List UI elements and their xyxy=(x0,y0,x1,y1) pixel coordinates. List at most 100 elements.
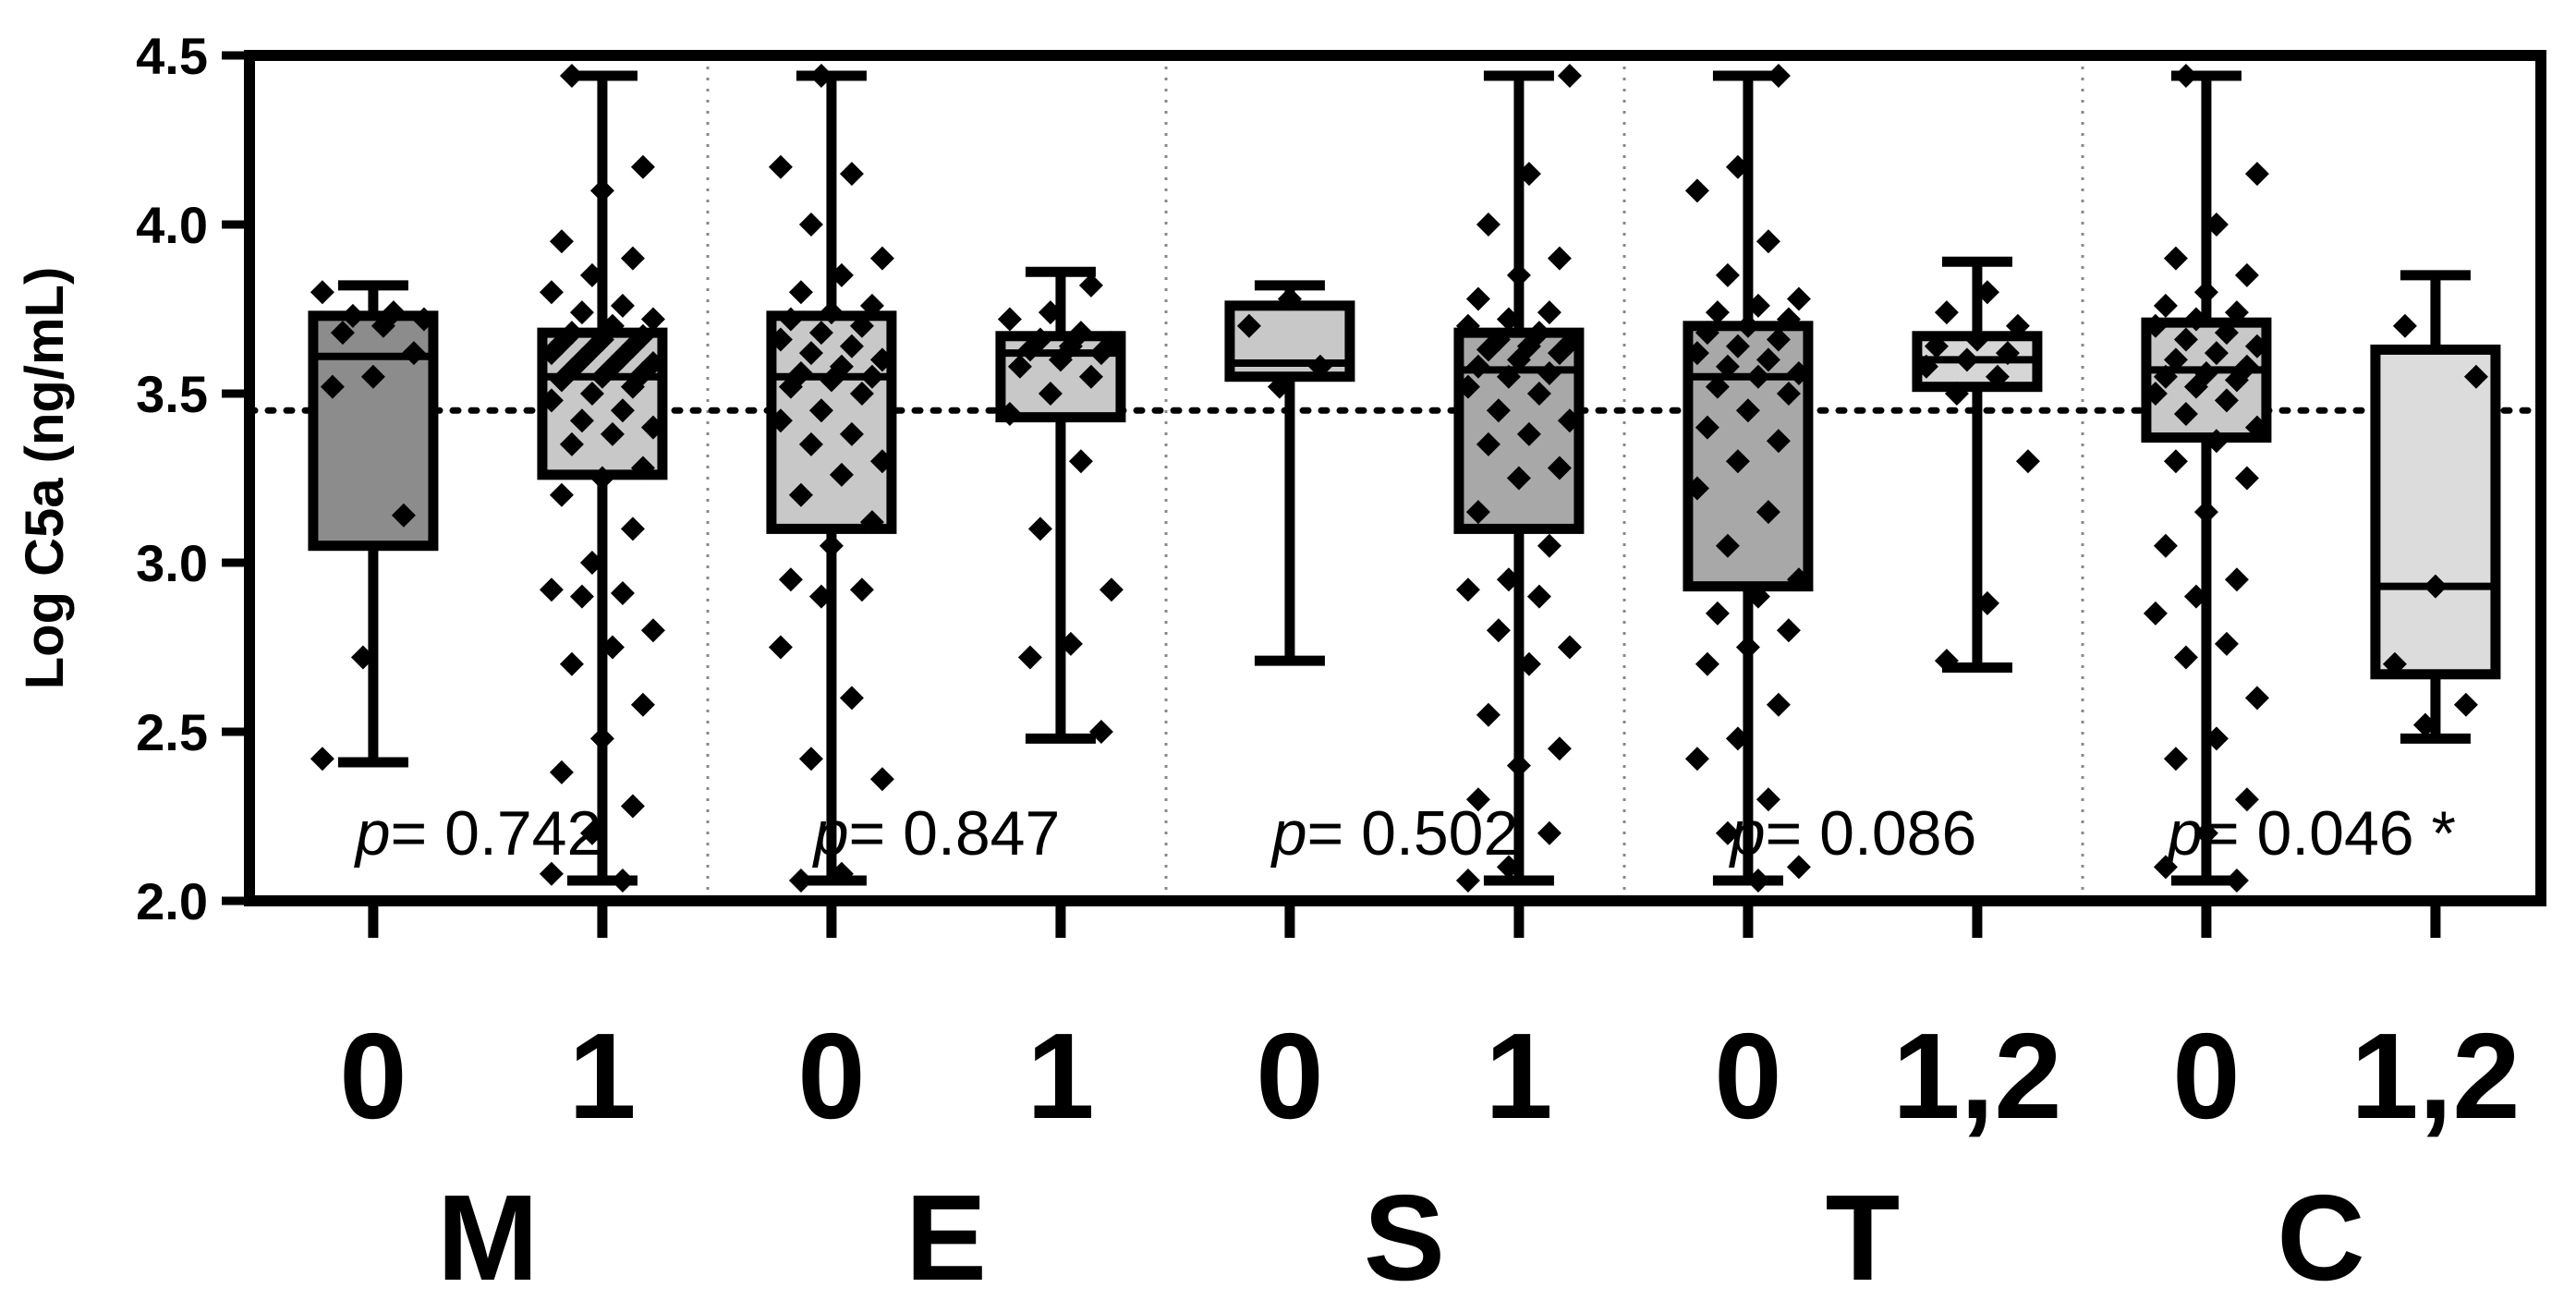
data-point xyxy=(1007,354,1032,379)
data-point xyxy=(768,154,793,179)
plot-frame xyxy=(244,50,2546,906)
y-tick-label: 3.0 xyxy=(136,534,208,592)
p-value-number: = 0.847 xyxy=(849,798,1061,869)
data-point xyxy=(1756,229,1780,254)
data-point xyxy=(640,307,665,332)
y-tick-label: 2.0 xyxy=(136,872,208,930)
data-point xyxy=(630,154,655,179)
data-point xyxy=(839,334,864,358)
data-point xyxy=(579,551,604,575)
data-point xyxy=(2234,262,2259,287)
data-point xyxy=(997,401,1022,426)
data-point xyxy=(310,747,334,771)
data-point xyxy=(1068,321,1093,346)
data-point xyxy=(569,300,594,325)
data-point xyxy=(2163,449,2188,474)
data-point xyxy=(2244,415,2269,440)
data-point xyxy=(2153,293,2178,318)
p-value-prefix: p xyxy=(1270,798,1307,869)
data-point xyxy=(869,449,894,474)
data-point xyxy=(2143,382,2168,406)
data-point xyxy=(1455,374,1480,399)
data-point xyxy=(549,482,574,507)
p-value-label: p= 0.847 xyxy=(812,798,1061,869)
data-point xyxy=(1705,601,1730,626)
data-point xyxy=(559,651,584,676)
data-point xyxy=(610,293,635,318)
data-point xyxy=(630,456,655,480)
data-point xyxy=(1776,382,1801,406)
data-point xyxy=(849,577,874,602)
data-point xyxy=(2453,692,2478,717)
data-point xyxy=(1745,869,1770,893)
category-label: 0 xyxy=(797,1008,865,1144)
category-label: 0 xyxy=(1714,1008,1781,1144)
data-point xyxy=(620,516,645,541)
data-point xyxy=(340,303,365,328)
category-label: 1,2 xyxy=(1892,1008,2062,1144)
data-point xyxy=(391,503,416,528)
data-point xyxy=(778,567,803,592)
data-point xyxy=(819,300,844,325)
data-point xyxy=(2234,787,2259,812)
y-tick-label: 4.0 xyxy=(136,196,208,254)
data-point xyxy=(640,618,665,643)
data-point xyxy=(381,300,406,325)
data-point xyxy=(1506,753,1531,778)
data-point xyxy=(1745,584,1770,609)
data-point xyxy=(1715,262,1740,287)
category-label: 0 xyxy=(2172,1008,2240,1144)
category-label: 1 xyxy=(568,1008,636,1144)
data-point xyxy=(808,398,833,423)
data-point xyxy=(819,533,844,558)
category-label: 1,2 xyxy=(2351,1008,2521,1144)
data-point xyxy=(1516,162,1541,187)
data-point xyxy=(2392,313,2417,338)
data-point xyxy=(1715,354,1740,379)
box-iqr xyxy=(537,327,668,480)
data-point xyxy=(1506,466,1531,491)
data-point xyxy=(2214,388,2239,413)
data-point xyxy=(549,759,574,784)
data-point xyxy=(2153,533,2178,558)
data-point xyxy=(1526,321,1551,346)
y-axis-label: Log C5a (ng/mL) xyxy=(15,267,75,690)
group-label: T xyxy=(1826,1170,1901,1300)
data-point xyxy=(768,635,793,660)
data-point xyxy=(2204,341,2229,366)
data-point xyxy=(1068,449,1093,474)
p-value-prefix: p xyxy=(354,798,391,869)
data-point xyxy=(798,747,823,771)
data-point xyxy=(569,584,594,609)
group-label: S xyxy=(1364,1170,1445,1300)
data-point xyxy=(1277,286,1302,311)
data-point xyxy=(808,63,833,88)
p-value-prefix: p xyxy=(1729,798,1766,869)
data-point xyxy=(1506,262,1531,287)
data-point xyxy=(1537,361,1561,386)
data-point xyxy=(620,794,645,819)
data-point xyxy=(1735,313,1760,338)
data-point xyxy=(589,726,614,751)
data-point xyxy=(1496,364,1521,389)
data-point xyxy=(2204,213,2229,237)
data-point xyxy=(808,321,833,346)
data-point xyxy=(2153,364,2178,389)
data-point xyxy=(1725,154,1750,179)
data-point xyxy=(2204,726,2229,751)
p-value-label: p= 0.086 xyxy=(1729,798,1977,869)
data-point xyxy=(2173,63,2198,88)
data-point xyxy=(1766,692,1791,717)
data-point xyxy=(2244,686,2269,711)
p-value-number: = 0.742 xyxy=(391,798,602,869)
data-point xyxy=(2234,354,2259,379)
data-point xyxy=(1684,476,1709,501)
data-point xyxy=(1038,300,1063,325)
data-point xyxy=(1088,720,1113,744)
data-point xyxy=(2183,584,2208,609)
data-point xyxy=(1557,635,1582,660)
data-point xyxy=(1058,631,1083,656)
data-point xyxy=(788,482,813,507)
data-point xyxy=(849,313,874,338)
